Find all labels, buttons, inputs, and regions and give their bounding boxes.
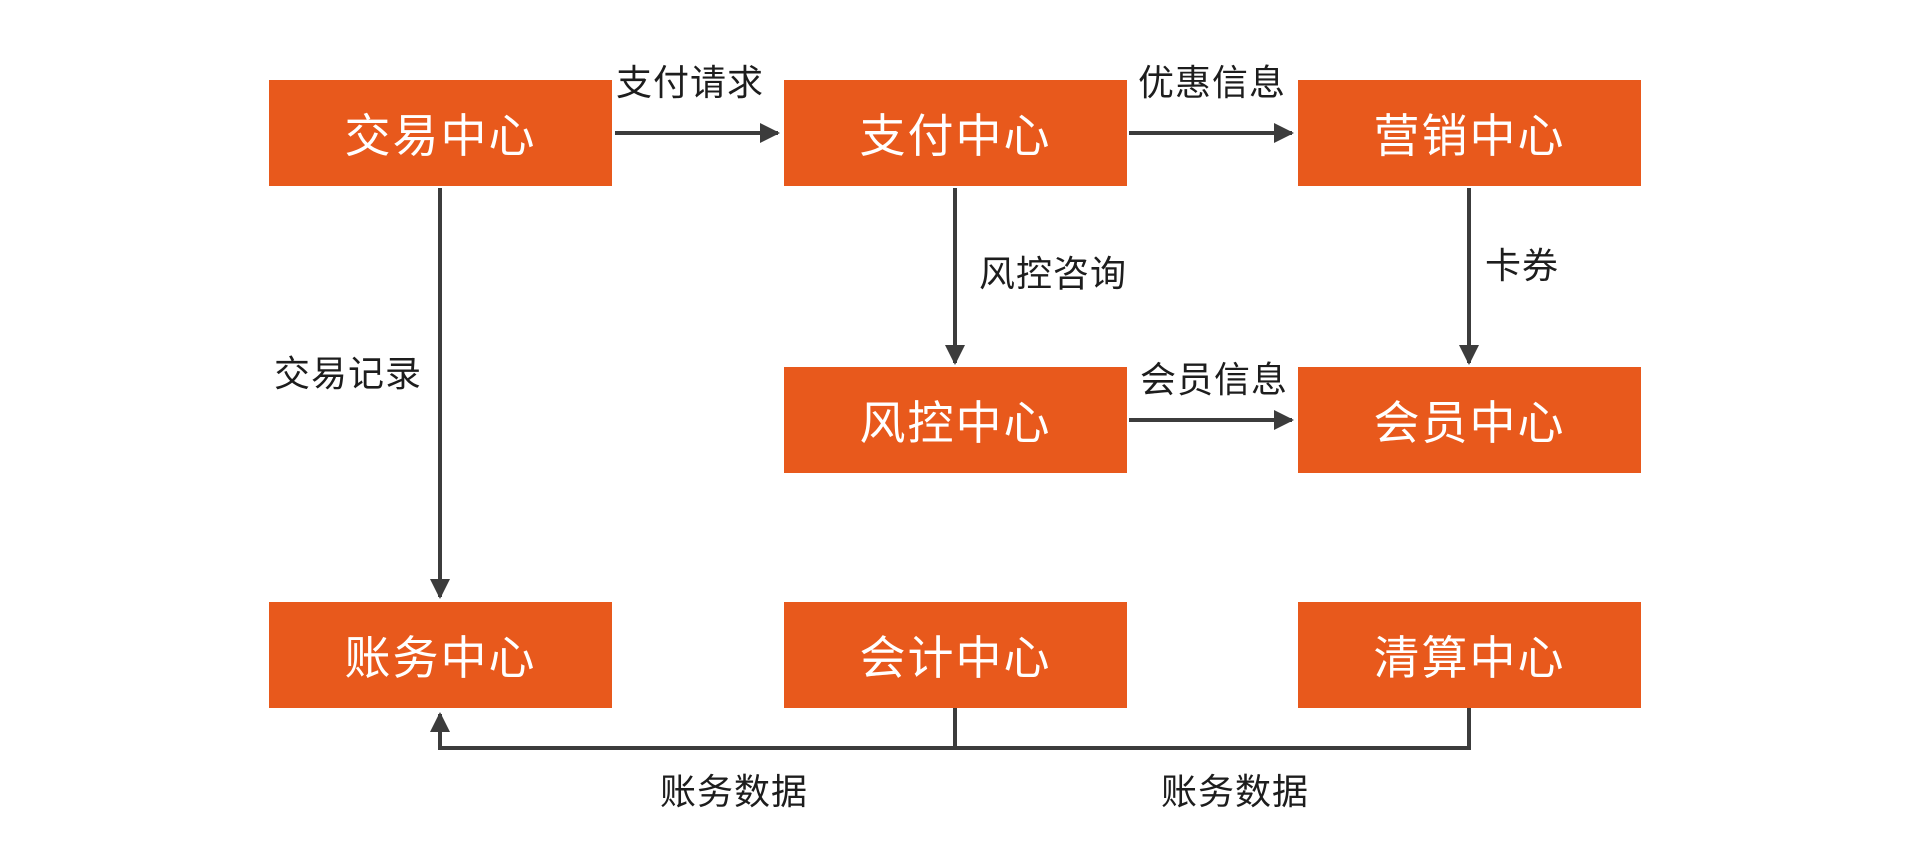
edge-label-accounting-data-left: 账务数据	[659, 771, 809, 812]
node-accounting-center: 会计中心	[784, 602, 1127, 708]
node-payment-center: 支付中心	[784, 80, 1127, 186]
node-risk-center: 风控中心	[784, 367, 1127, 473]
node-clearing-center: 清算中心	[1298, 602, 1641, 708]
connector-accounting-data-left	[430, 708, 957, 750]
node-account-center: 账务中心	[269, 602, 612, 708]
edge-label-coupon: 卡券	[1484, 245, 1560, 286]
edge-label-risk-consult: 风控咨询	[978, 253, 1128, 294]
edge-label-accounting-data-right: 账务数据	[1160, 771, 1310, 812]
connector-accounting-data-right	[953, 708, 1471, 750]
node-marketing-center: 营销中心	[1298, 80, 1641, 186]
node-member-center: 会员中心	[1298, 367, 1641, 473]
edge-label-member-info: 会员信息	[1139, 359, 1289, 400]
edge-label-payment-request: 支付请求	[615, 62, 765, 103]
edge-label-promo-info: 优惠信息	[1137, 62, 1287, 103]
node-trade-center: 交易中心	[269, 80, 612, 186]
edge-label-trade-record: 交易记录	[273, 353, 423, 394]
